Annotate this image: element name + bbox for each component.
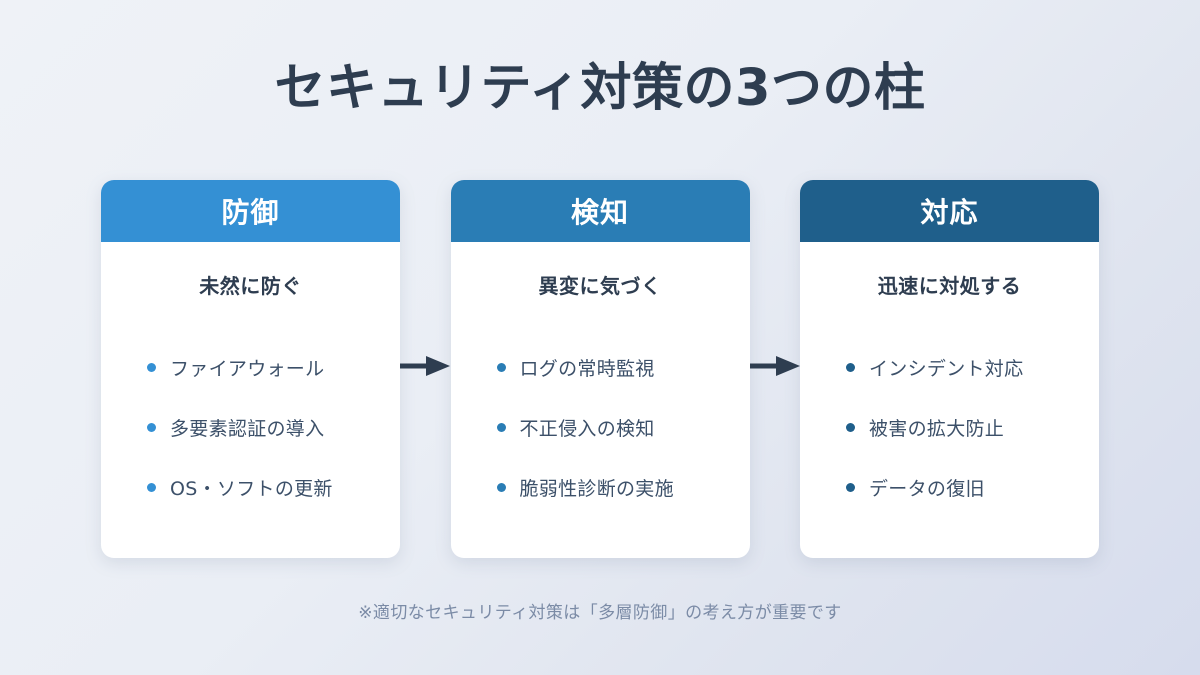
bullet-icon [846, 362, 855, 372]
arrow-card2-to-card3-icon [750, 355, 802, 377]
list-item: ファイアウォール [101, 337, 400, 397]
footer-note: ※適切なセキュリティ対策は「多層防御」の考え方が重要です [358, 603, 842, 623]
pillar-card-3-header-label: 対応 [920, 196, 979, 229]
pillar-card-3-list: インシデント対応 被害の拡大防止 データの復旧 [800, 337, 1099, 517]
list-item-label: 不正侵入の検知 [519, 417, 655, 440]
list-item: 多要素認証の導入 [101, 397, 400, 457]
bullet-icon [496, 422, 506, 432]
pillar-card-1-header: 防御 [101, 180, 400, 242]
bullet-icon [496, 482, 506, 492]
pillar-card-2[interactable]: 検知 異変に気づく ログの常時監視 不正侵入の検知 脆弱性診断の実施 [450, 180, 750, 558]
bullet-icon [846, 482, 855, 492]
arrow-card1-to-card2-icon [400, 355, 452, 377]
bullet-icon [846, 422, 855, 432]
pillar-card-1-subtitle: 未然に防ぐ [199, 274, 302, 298]
pillar-card-2-list: ログの常時監視 不正侵入の検知 脆弱性診断の実施 [451, 337, 750, 517]
list-item-label: インシデント対応 [869, 357, 1024, 380]
list-item-label: ファイアウォール [170, 357, 325, 380]
bullet-icon [496, 362, 506, 372]
pillar-card-3-body: 迅速に対処する インシデント対応 被害の拡大防止 データの復旧 [800, 242, 1099, 558]
list-item-label: 多要素認証の導入 [170, 417, 325, 440]
pillar-card-1-body: 未然に防ぐ ファイアウォール 多要素認証の導入 OS・ソフトの更新 [101, 242, 400, 558]
bullet-icon [147, 362, 156, 372]
list-item-label: 被害の拡大防止 [869, 417, 1005, 440]
list-item: インシデント対応 [800, 337, 1099, 397]
list-item-label: ログの常時監視 [519, 357, 655, 380]
pillar-card-1[interactable]: 防御 未然に防ぐ ファイアウォール 多要素認証の導入 OS・ソフトの更新 [101, 180, 400, 558]
pillar-card-1-header-label: 防御 [221, 196, 280, 229]
pillar-card-2-header-label: 検知 [570, 196, 629, 229]
pillar-card-2-subtitle: 異変に気づく [538, 274, 662, 298]
bullet-icon [147, 422, 156, 432]
list-item-label: OS・ソフトの更新 [170, 477, 333, 500]
pillar-card-1-list: ファイアウォール 多要素認証の導入 OS・ソフトの更新 [101, 337, 400, 517]
list-item: OS・ソフトの更新 [101, 457, 400, 517]
pillar-card-3-subtitle: 迅速に対処する [877, 274, 1022, 298]
list-item: 被害の拡大防止 [800, 397, 1099, 457]
list-item-label: 脆弱性診断の実施 [519, 477, 674, 500]
pillar-card-3-header: 対応 [800, 180, 1099, 242]
list-item: ログの常時監視 [451, 337, 750, 397]
pillar-card-2-header: 検知 [450, 180, 750, 242]
pillar-cards-row: 防御 未然に防ぐ ファイアウォール 多要素認証の導入 OS・ソフトの更新 [101, 180, 1099, 558]
pillar-card-3[interactable]: 対応 迅速に対処する インシデント対応 被害の拡大防止 データの復旧 [800, 180, 1099, 558]
list-item: 脆弱性診断の実施 [451, 457, 750, 517]
list-item-label: データの復旧 [869, 477, 985, 500]
list-item: データの復旧 [800, 457, 1099, 517]
list-item: 不正侵入の検知 [451, 397, 750, 457]
page-title: セキュリティ対策の3つの柱 [274, 59, 926, 118]
pillar-card-2-body: 異変に気づく ログの常時監視 不正侵入の検知 脆弱性診断の実施 [451, 242, 750, 558]
bullet-icon [147, 482, 156, 492]
